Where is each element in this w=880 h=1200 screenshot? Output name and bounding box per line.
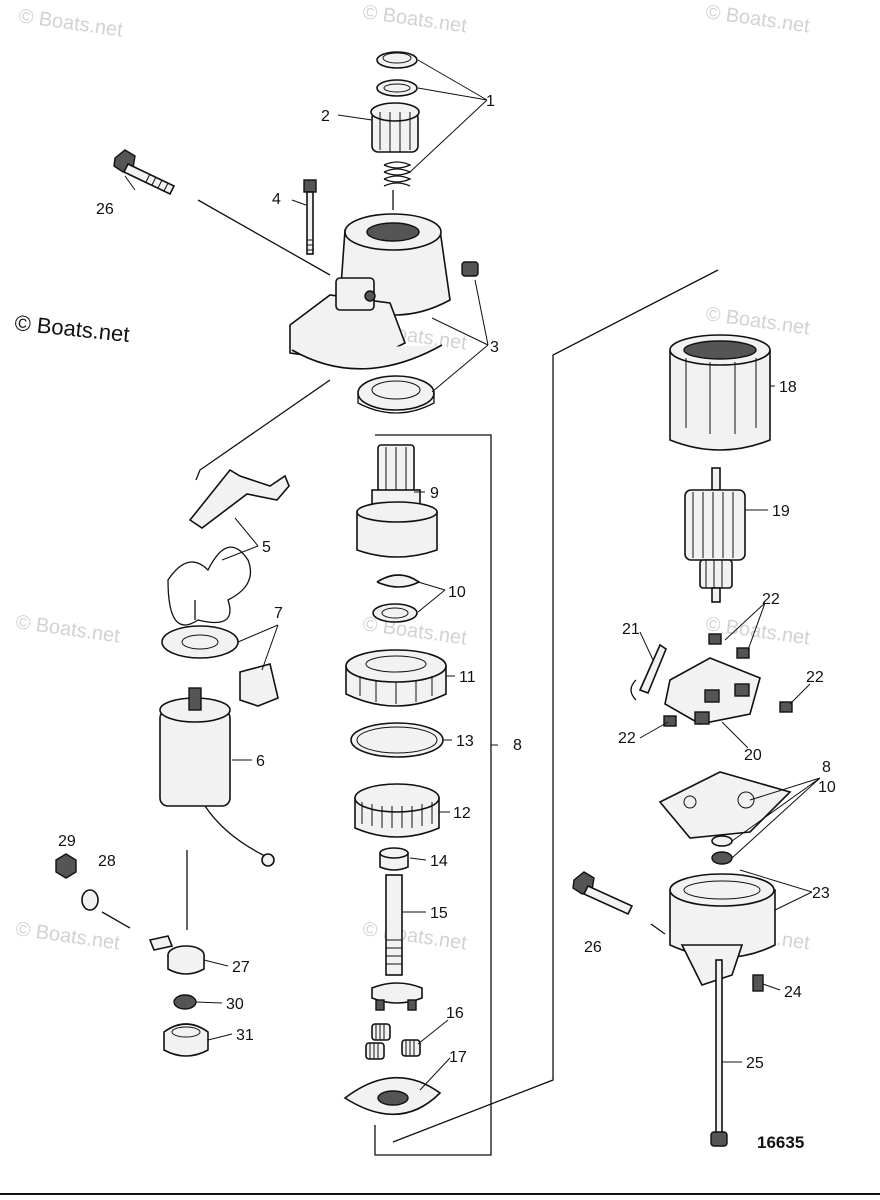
- watermark-text: © Boats.net: [17, 5, 124, 41]
- callout-14: 14: [430, 853, 448, 870]
- corner-watermark: © Boats.net: [13, 310, 130, 347]
- callout-25: 25: [746, 1055, 764, 1072]
- leader-lines: [124, 59, 821, 1091]
- part-17-plate: [343, 1076, 442, 1116]
- callout-11: 11: [459, 669, 476, 686]
- callout-10: 10: [448, 584, 466, 601]
- callout-labels: 1 2 3 4 5 6 7 8 9 10 11 12 13 14 15 16 1…: [58, 93, 836, 1072]
- part-13-gasket: [350, 722, 444, 758]
- callout-22: 22: [806, 669, 824, 686]
- callout-24: 24: [784, 984, 802, 1001]
- callout-3: 3: [490, 339, 499, 356]
- part-2-pinion-gear: [370, 102, 420, 153]
- part-10-snap-ring: [372, 574, 421, 623]
- callout-19: 19: [772, 503, 790, 520]
- callout-5: 5: [262, 539, 271, 556]
- part-6-solenoid-motor: [159, 687, 275, 867]
- callout-4: 4: [272, 191, 281, 208]
- part-14-bushing: [379, 847, 409, 871]
- callout-16: 16: [446, 1005, 464, 1022]
- callout-9: 9: [430, 485, 439, 502]
- figure-number: 16635: [757, 1133, 804, 1152]
- callout-22: 22: [762, 591, 780, 608]
- callout-18: 18: [779, 379, 797, 396]
- watermark-text: © Boats.net: [361, 1, 468, 37]
- part-12-internal-gear: [354, 783, 440, 838]
- part-9-clutch: [356, 444, 438, 558]
- part-8-plate: [658, 771, 792, 865]
- watermark-text: © Boats.net: [704, 303, 811, 339]
- watermark-text: © Boats.net: [14, 611, 121, 647]
- part-30-bushing: [173, 994, 197, 1010]
- callout-7: 7: [274, 605, 283, 622]
- callout-20: 20: [744, 747, 762, 764]
- part-7-plate-and-grommet: [161, 625, 279, 707]
- part-20-brush-holder: [630, 633, 793, 727]
- part-26-bolt-right: [572, 871, 634, 916]
- callout-31: 31: [236, 1027, 254, 1044]
- watermark-text: © Boats.net: [14, 918, 121, 954]
- callout-10: 10: [818, 779, 836, 796]
- part-26-bolt-top: [113, 149, 176, 196]
- part-28-washer: [81, 889, 99, 911]
- assembly-lines: [101, 190, 719, 1156]
- callout-26: 26: [584, 939, 602, 956]
- part-31-holder: [163, 1023, 209, 1057]
- callout-27: 27: [232, 959, 250, 976]
- watermark-text: © Boats.net: [704, 1, 811, 37]
- bottom-rule: [0, 1193, 880, 1195]
- callout-1: 1: [486, 93, 495, 110]
- callout-12: 12: [453, 805, 471, 822]
- part-16-planet-gears: [365, 1023, 421, 1060]
- part-18-yoke: [669, 334, 771, 451]
- callout-15: 15: [430, 905, 448, 922]
- callout-8: 8: [513, 737, 522, 754]
- callout-23: 23: [812, 885, 830, 902]
- part-19-armature: [684, 467, 746, 603]
- part-4-bolt: [303, 179, 317, 255]
- callout-26: 26: [96, 201, 114, 218]
- part-3-drive-housing: [289, 213, 479, 414]
- callout-6: 6: [256, 753, 265, 770]
- part-1-seal-set: [376, 51, 418, 187]
- callout-22: 22: [618, 730, 636, 747]
- callout-28: 28: [98, 853, 116, 870]
- callout-13: 13: [456, 733, 474, 750]
- part-15-shaft: [371, 874, 423, 1011]
- part-27-terminal: [148, 935, 205, 975]
- part-5-lever-and-seal: [167, 468, 290, 626]
- watermark-text: © Boats.net: [361, 918, 468, 954]
- callout-29: 29: [58, 833, 76, 850]
- callout-8: 8: [822, 759, 831, 776]
- part-23-end-frame: [669, 873, 776, 1147]
- part-11-gear-housing: [345, 649, 447, 707]
- callout-30: 30: [226, 996, 244, 1013]
- callout-2: 2: [321, 108, 330, 125]
- callout-21: 21: [622, 621, 640, 638]
- callout-17: 17: [449, 1049, 467, 1066]
- part-29-nut: [55, 853, 77, 879]
